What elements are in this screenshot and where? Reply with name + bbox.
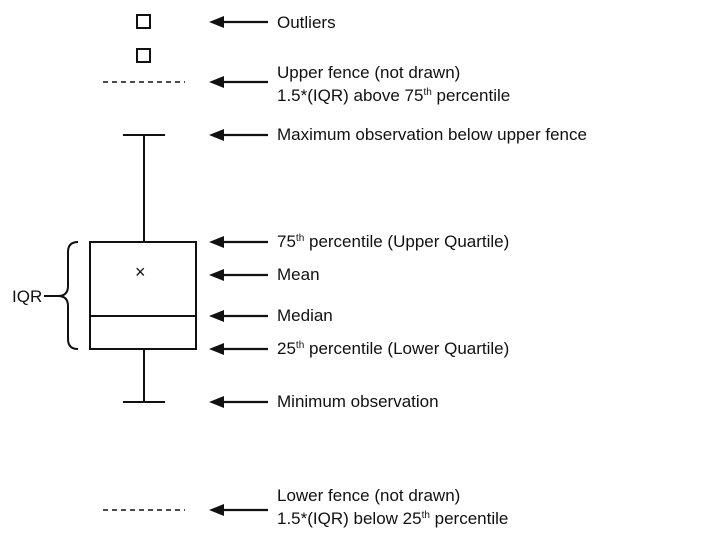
q3-label: 75th percentile (Upper Quartile) (277, 232, 510, 251)
upper-fence-rule-label: 1.5*(IQR) above 75th percentile (277, 86, 511, 105)
iqr-label: IQR (12, 287, 43, 306)
q1-label: 25th percentile (Lower Quartile) (277, 339, 510, 358)
mean-label: Mean (277, 265, 320, 284)
arrow-mean (209, 269, 268, 281)
arrow-upper-fence (209, 76, 268, 88)
arrow-minimum (209, 396, 268, 408)
arrow-maximum (209, 129, 268, 141)
lower-fence-label: Lower fence (not drawn) (277, 486, 461, 505)
lower-fence-rule-label: 1.5*(IQR) below 25th percentile (277, 509, 509, 528)
outliers-label: Outliers (277, 13, 336, 32)
iqr-box (89, 241, 197, 350)
mean-marker: × (135, 262, 146, 282)
arrow-q3 (209, 236, 268, 248)
arrow-lower-fence (209, 504, 268, 516)
arrow-median (209, 310, 268, 322)
upper-fence-label: Upper fence (not drawn) (277, 63, 461, 82)
arrow-outliers (209, 16, 268, 28)
arrow-q1 (209, 343, 268, 355)
outlier-marker-1 (136, 14, 151, 29)
maximum-label: Maximum observation below upper fence (277, 125, 587, 144)
outlier-marker-2 (136, 48, 151, 63)
median-label: Median (277, 306, 333, 325)
minimum-label: Minimum observation (277, 392, 439, 411)
iqr-brace (57, 241, 79, 350)
